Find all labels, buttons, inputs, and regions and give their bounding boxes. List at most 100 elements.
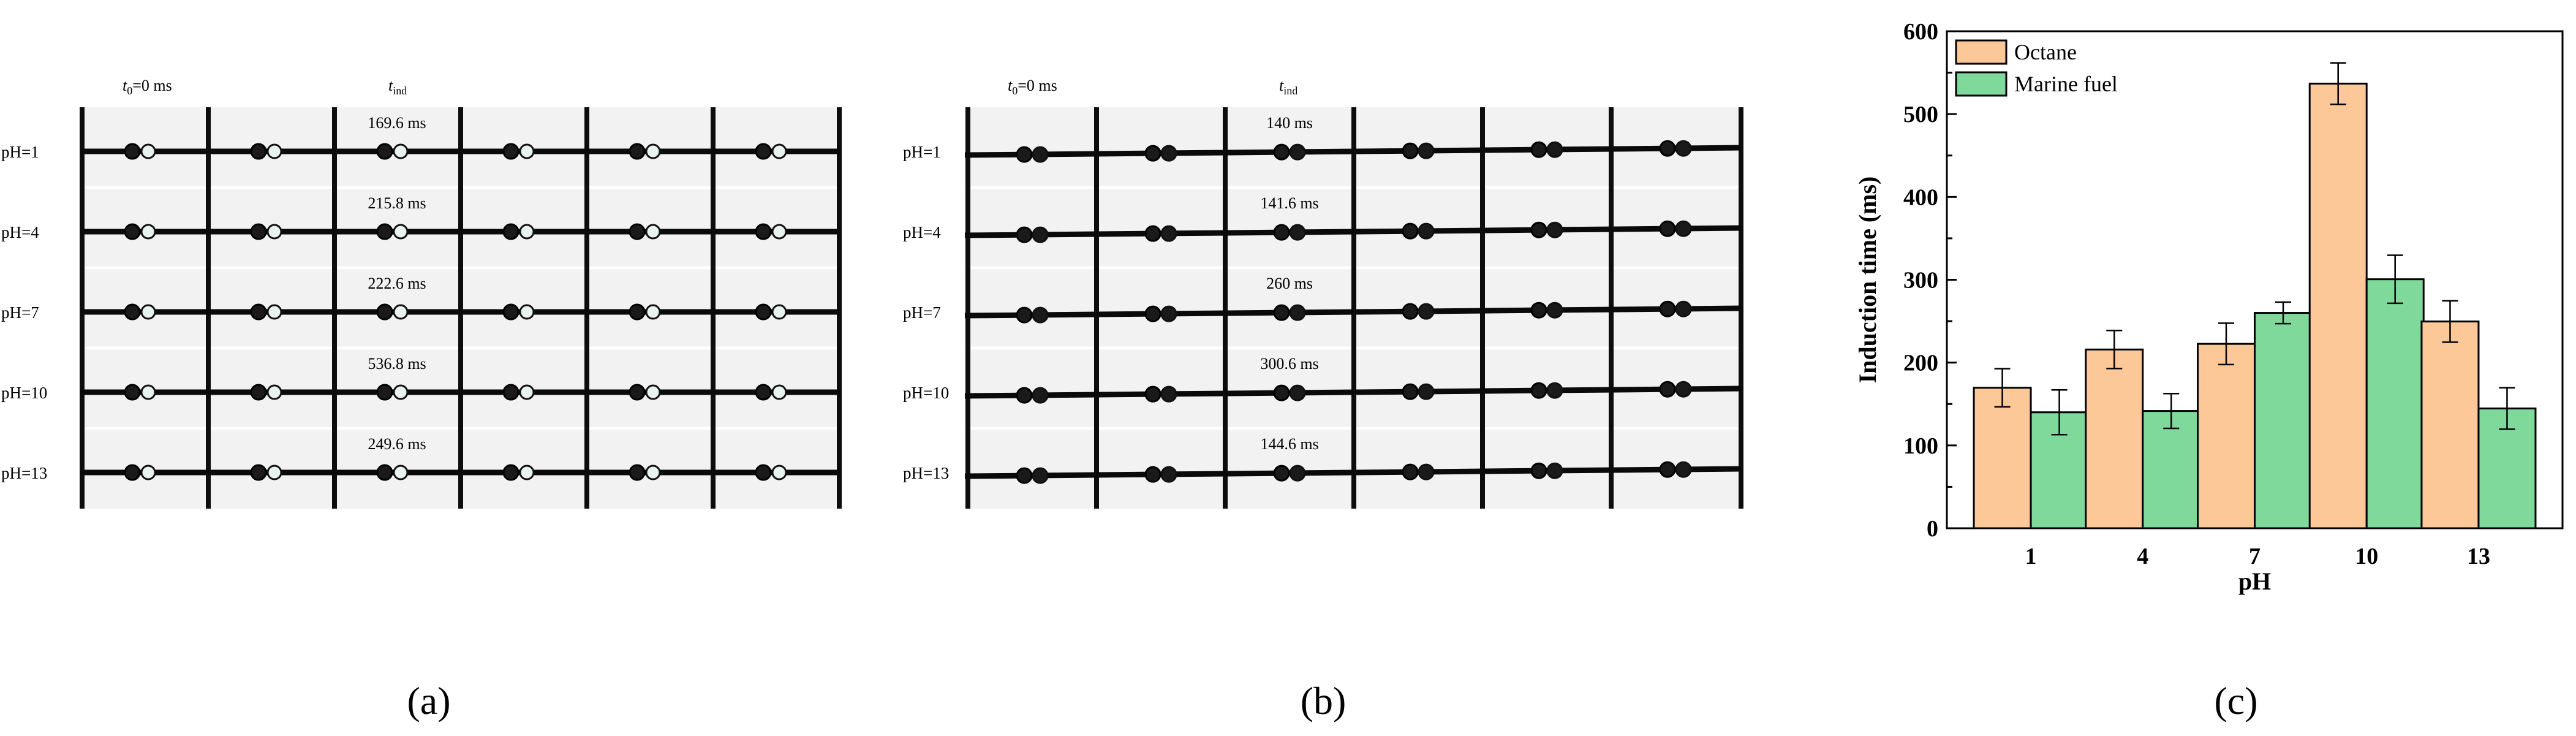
fiber-bead — [502, 223, 519, 240]
bubble — [519, 143, 535, 159]
bubble — [1289, 304, 1306, 321]
x-tick-label: 7 — [2249, 544, 2261, 569]
fiber-bead — [502, 464, 519, 481]
fiber-bead — [376, 223, 393, 240]
fiber-bead — [250, 464, 267, 481]
fiber-bead — [1016, 467, 1033, 484]
induction-time-label: 141.6 ms — [1260, 194, 1318, 212]
bubble — [140, 384, 156, 400]
ph-row-label: pH=10 — [1, 384, 47, 402]
bubble — [1160, 466, 1177, 483]
fiber-bead — [1144, 145, 1161, 162]
fiber-bead — [124, 223, 141, 240]
induction-time-label: 249.6 ms — [368, 435, 426, 453]
bubble — [519, 304, 535, 320]
bubble — [1418, 222, 1435, 240]
frame-divider — [837, 107, 842, 509]
ph-row-label: pH=7 — [1, 303, 39, 322]
fiber-bead — [502, 384, 519, 401]
bubble — [266, 224, 282, 240]
fiber-bead — [124, 464, 141, 481]
induction-time-label: 300.6 ms — [1260, 355, 1318, 373]
fiber-bead — [629, 384, 646, 401]
induction-time-label: 215.8 ms — [368, 194, 426, 212]
bubble — [1546, 141, 1563, 158]
fiber-bead — [755, 464, 772, 481]
ph-row-label: pH=4 — [1, 223, 39, 241]
ph-row-label: pH=13 — [903, 464, 949, 482]
ph-row-label: pH=7 — [903, 303, 941, 322]
panel-a-label: (a) — [407, 679, 450, 723]
fiber-bead — [1144, 466, 1161, 483]
bubble — [1032, 467, 1049, 484]
x-tick-label: 10 — [2355, 544, 2378, 569]
bubble — [1160, 305, 1177, 322]
y-tick-label: 200 — [1903, 351, 1938, 376]
x-tick-label: 13 — [2467, 544, 2490, 569]
bar-octane — [2085, 348, 2144, 529]
bubble — [645, 465, 661, 480]
ph-row-label: pH=1 — [1, 143, 39, 161]
fiber-bead — [1530, 382, 1547, 399]
induction-time-label: 536.8 ms — [368, 355, 426, 373]
y-tick-label: 600 — [1903, 19, 1938, 45]
frame-divider — [206, 107, 211, 509]
bubble — [1289, 143, 1306, 161]
fiber-bead — [250, 303, 267, 321]
x-axis-title: pH — [2238, 567, 2271, 595]
legend-label: Octane — [2014, 40, 2077, 64]
legend-label: Marine fuel — [2014, 72, 2118, 96]
fiber-bead — [502, 303, 519, 321]
fiber-line — [964, 305, 1743, 319]
fiber-bead — [1402, 222, 1419, 240]
bubble — [645, 143, 661, 159]
legend-swatch — [1955, 71, 2008, 97]
bar-octane — [2197, 343, 2256, 529]
fiber-bead — [1144, 305, 1161, 322]
fiber-bead — [1273, 465, 1290, 482]
bubble — [1675, 140, 1692, 157]
bubble — [1546, 302, 1563, 319]
frame-divider — [80, 107, 85, 509]
frame-divider — [1094, 107, 1099, 509]
bar-marine-fuel — [2365, 278, 2425, 529]
bubble — [1032, 146, 1049, 163]
fiber-bead — [250, 143, 267, 160]
fiber-bead — [1530, 302, 1547, 319]
fiber-bead — [376, 464, 393, 481]
bar-octane — [2420, 321, 2480, 529]
bubble — [771, 304, 787, 320]
bubble — [1160, 385, 1177, 403]
fiber-bead — [629, 464, 646, 481]
bubble — [645, 224, 661, 240]
bubble — [1546, 221, 1563, 238]
fiber-bead — [629, 303, 646, 321]
fiber-bead — [1659, 381, 1676, 398]
fiber-bead — [376, 384, 393, 401]
bar-marine-fuel — [2254, 312, 2313, 529]
frame-divider — [711, 107, 716, 509]
fiber-line — [964, 225, 1743, 238]
induction-time-label: 169.6 ms — [368, 114, 426, 132]
fiber-bead — [1273, 224, 1290, 241]
bar-octane — [1973, 387, 2032, 529]
fiber-bead — [755, 303, 772, 321]
bubble — [1289, 465, 1306, 482]
bubble — [1546, 382, 1563, 399]
bubble — [1418, 463, 1435, 480]
bubble — [393, 465, 409, 480]
fiber-bead — [1016, 387, 1033, 404]
bubble — [393, 384, 409, 400]
bubble — [1675, 300, 1692, 317]
bubble — [140, 304, 156, 320]
fiber-bead — [250, 223, 267, 240]
bubble — [1675, 381, 1692, 398]
fiber-bead — [629, 223, 646, 240]
fiber-bead — [376, 143, 393, 160]
bubble — [266, 143, 282, 159]
bubble — [1418, 383, 1435, 400]
frame-divider — [1480, 107, 1485, 509]
